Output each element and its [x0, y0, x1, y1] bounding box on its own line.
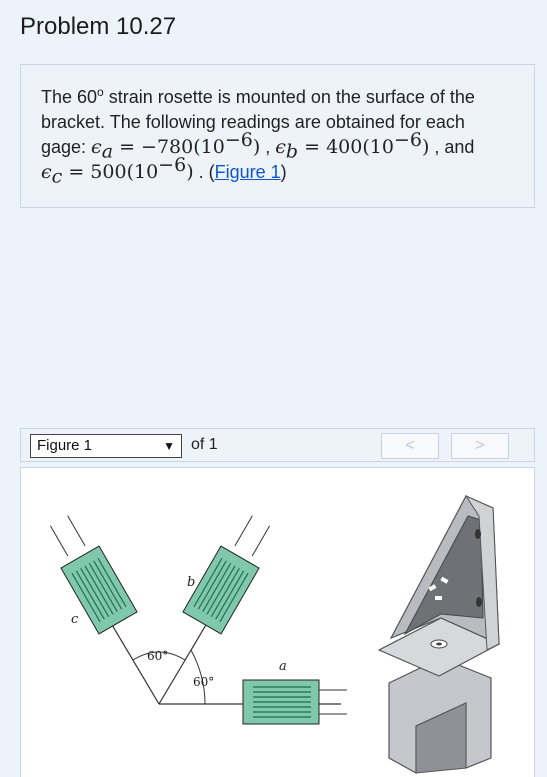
prev-figure-button[interactable]: < [381, 433, 439, 459]
period-paren: . ( [193, 162, 215, 182]
and-text: , and [429, 137, 475, 157]
text-part: strain rosette is mounted on the surface… [103, 87, 475, 107]
problem-statement: The 60o strain rosette is mounted on the… [20, 64, 535, 208]
chevron-left-icon: < [405, 437, 415, 454]
eps-b-exp: −6 [393, 129, 422, 151]
label-c: c [71, 612, 79, 627]
bracket-illustration [377, 494, 501, 775]
problem-line-2: bracket. The following readings are obta… [41, 112, 465, 132]
figure-panel: c b a 60° 60° [20, 467, 535, 777]
eps-a-symbol: ϵ [91, 136, 102, 158]
eps-c-value: = 500(10 [62, 161, 159, 183]
label-b: b [187, 575, 195, 590]
eps-c-exp: −6 [158, 154, 187, 176]
problem-line-3: gage: ϵa = −780(10−6) , ϵb = 400(10−6) ,… [41, 131, 514, 163]
dropdown-arrow-icon: ▼ [163, 439, 175, 453]
angle-arcs [132, 649, 206, 705]
eps-c-symbol: ϵ [41, 161, 52, 183]
eps-b-symbol: ϵ [275, 136, 286, 158]
gage-label: gage: [41, 137, 92, 157]
figure-toolbar: Figure 1 ▼ of 1 < > [20, 428, 535, 462]
end-paren: ) [280, 162, 287, 182]
text-part: The 60 [41, 87, 98, 107]
label-a: a [279, 659, 287, 674]
gauge-c [49, 515, 138, 635]
problem-line-4: ϵc = 500(10−6) . (Figure 1) [41, 156, 514, 188]
eps-a-close: ) [252, 136, 261, 158]
eps-c-close: ) [186, 161, 194, 183]
angle-label-1: 60° [147, 649, 168, 663]
figure-count: of 1 [191, 436, 218, 453]
eps-b-value: = 400(10 [298, 136, 394, 158]
degree-sup: o [97, 85, 104, 99]
page-title: Problem 10.27 [20, 13, 177, 40]
eps-a-exp: −6 [224, 129, 253, 151]
separator: , [260, 137, 276, 157]
problem-line-1: The 60o strain rosette is mounted on the… [41, 85, 514, 110]
gauge-a [242, 679, 347, 725]
eps-c-sub: c [51, 165, 63, 188]
next-figure-button[interactable]: > [451, 433, 509, 459]
figure-link[interactable]: Figure 1 [214, 162, 281, 182]
chevron-right-icon: > [475, 437, 485, 454]
figure-select-value: Figure 1 [37, 437, 93, 454]
gauge-b [182, 515, 271, 635]
eps-b-close: ) [421, 136, 430, 158]
eps-b-sub: b [285, 140, 299, 163]
eps-a-value: = −780(10 [113, 136, 225, 158]
figure-illustration: c b a 60° 60° [49, 494, 501, 775]
eps-a-sub: a [101, 140, 114, 163]
angle-label-2: 60° [193, 675, 214, 689]
figure-select[interactable]: Figure 1 ▼ [30, 434, 182, 458]
